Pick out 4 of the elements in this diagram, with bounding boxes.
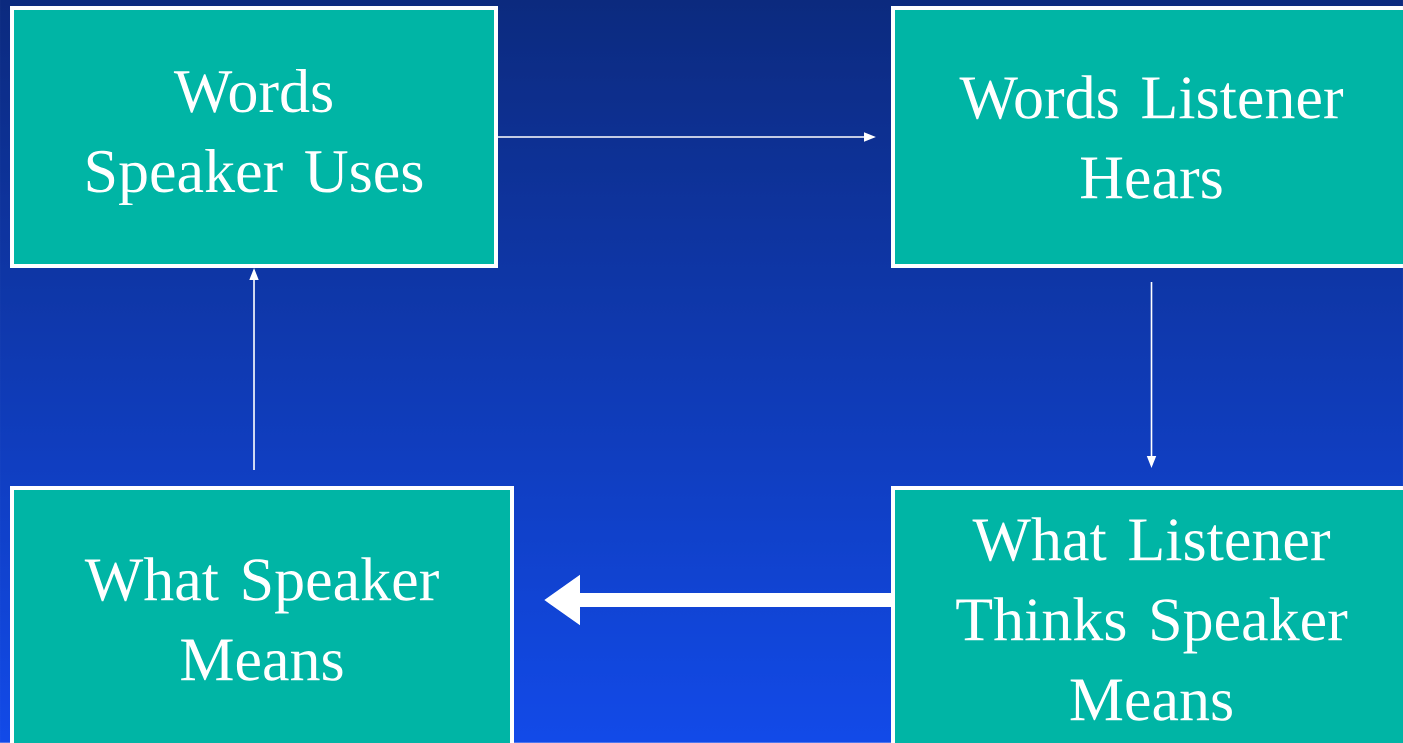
process-box: Words Speaker Uses xyxy=(10,6,498,268)
process-box: Words Listener Hears xyxy=(891,6,1403,268)
process-box: What Listener Thinks Speaker Means xyxy=(891,486,1403,743)
process-box: What Speaker Means xyxy=(10,486,514,743)
